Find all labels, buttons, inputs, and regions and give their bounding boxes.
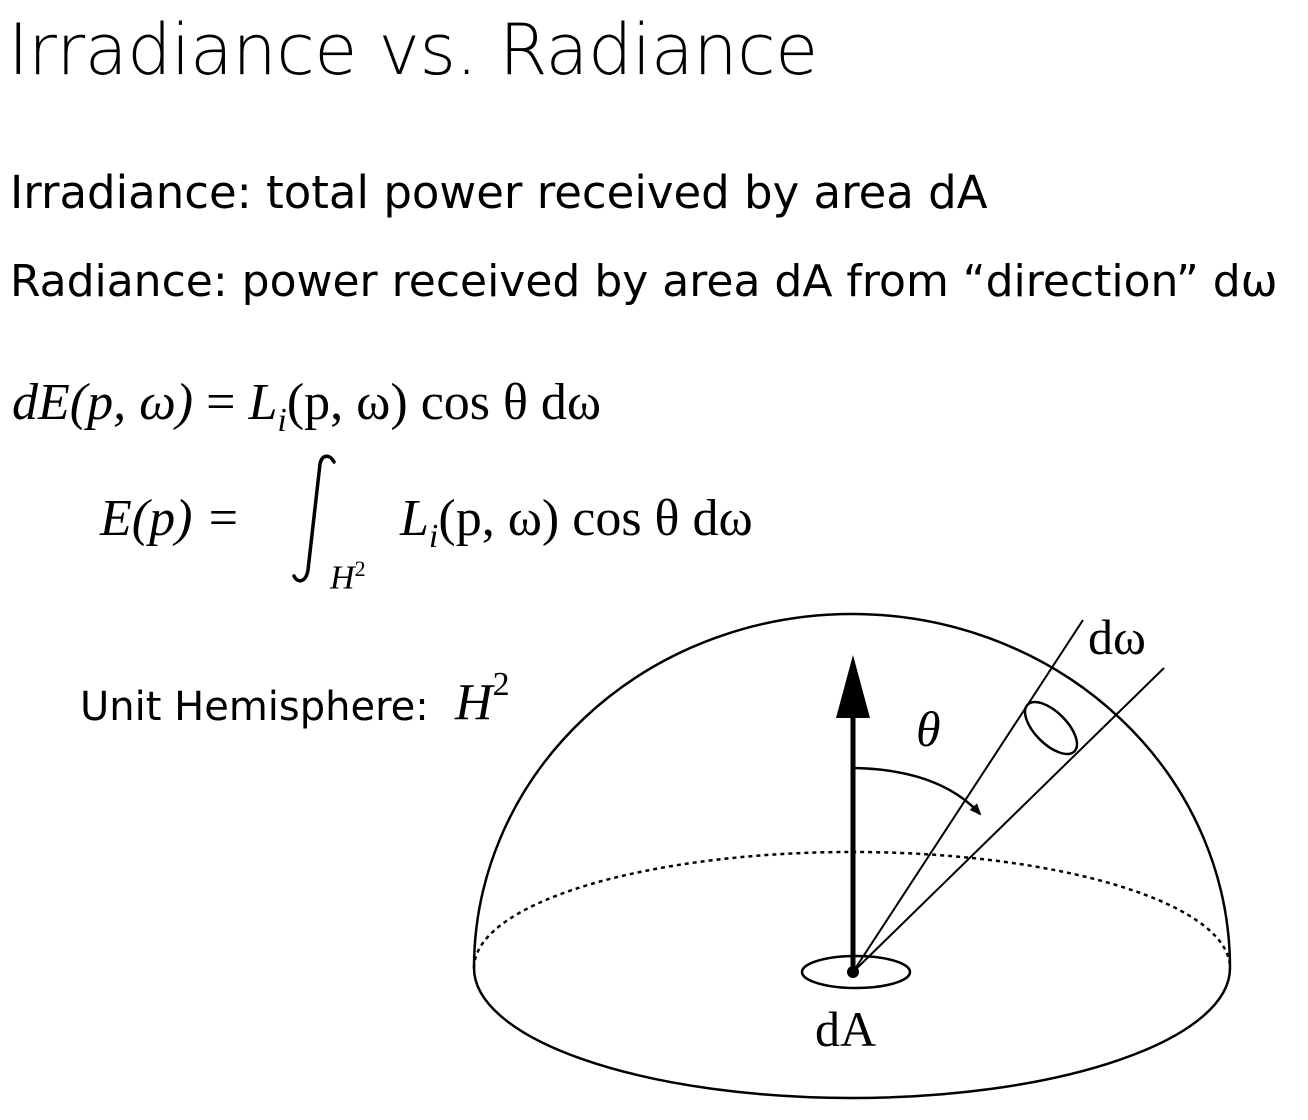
theta-arc: [854, 766, 982, 816]
eq2-integrand: (p, ω) cos θ dω: [438, 490, 753, 547]
hemisphere-symbol: H: [455, 674, 493, 732]
eq2-radiance-subscript: i: [428, 518, 439, 555]
unit-hemisphere-symbol: H2: [455, 666, 510, 732]
cone-edge-left: [852, 619, 1084, 973]
irradiance-definition: Irradiance: total power received by area…: [10, 166, 988, 219]
irradiance-differential-equation: dE(p, ω) = Li(p, ω) cos θ dω: [12, 372, 602, 439]
hemisphere-base-front: [472, 967, 1232, 1100]
eq1-radiance-symbol: L: [248, 374, 278, 431]
eq2-rhs: Li(p, ω) cos θ dω: [400, 488, 753, 555]
unit-hemisphere-label: Unit Hemisphere:: [80, 684, 429, 730]
integral-domain: H2: [330, 556, 366, 597]
radiance-definition: Radiance: power received by area dA from…: [10, 256, 1278, 307]
integral-sign-icon: [292, 454, 336, 583]
eq1-equals: =: [206, 374, 236, 431]
d-omega-label: dω: [1088, 609, 1146, 665]
hemisphere-dome: [472, 612, 1232, 969]
integral-domain-symbol: H: [330, 559, 355, 597]
cone-edge-right: [852, 667, 1165, 973]
hemisphere-base-back: [472, 850, 1232, 969]
hemisphere-symbol-exponent: 2: [492, 666, 510, 703]
normal-arrowhead-icon: [836, 655, 870, 718]
theta-label: θ: [916, 701, 941, 757]
eq1-radiance-subscript: i: [277, 402, 287, 439]
eq2-radiance-symbol: L: [400, 490, 429, 547]
eq1-rhs: (p, ω) cos θ dω: [286, 374, 602, 431]
solid-angle-cap: [1023, 700, 1079, 756]
dA-patch: [800, 954, 912, 990]
eq1-lhs: dE(p, ω): [12, 374, 194, 431]
dA-label: dA: [815, 1001, 877, 1057]
eq2-lhs: E(p) =: [100, 490, 241, 547]
integral-domain-exponent: 2: [354, 556, 366, 581]
slide-title: Irradiance vs. Radiance: [8, 9, 818, 91]
